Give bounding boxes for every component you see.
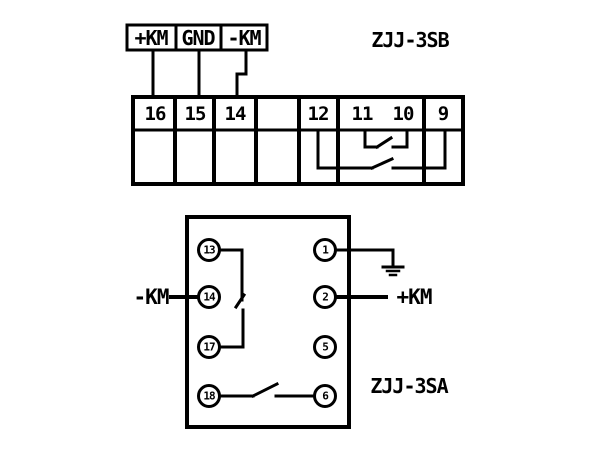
relay-terminal-6: 6 [322,390,329,403]
relay-terminal-17: 17 [203,341,215,354]
relay-terminal-14: 14 [203,291,216,304]
contact-18-6-icon [218,381,316,399]
wire-to-17 [218,308,245,349]
terminal-circle-17 [197,335,221,359]
wire-label-minus-km: -KM [134,285,169,309]
strip-terminal-10: 10 [393,103,414,125]
relay-terminal-13: 13 [203,244,215,257]
strip-terminal-15: 15 [185,103,206,125]
wire-from-13 [218,248,244,302]
relay-terminal-18: 18 [203,390,215,403]
strip-terminal-9: 9 [438,103,449,125]
top-connector-outline [125,23,269,52]
wire-9-down [391,128,447,170]
contact-blade-icon [374,135,394,150]
top-connector-block: +KM GND -KM [125,23,269,52]
contact-13-17-icon [218,248,247,349]
wire-label-plus-km: +KM [397,285,432,309]
device-label-zjj-3sb: ZJJ-3SB [371,28,449,52]
terminal-strip: 16 15 14 12 11 10 9 [131,95,465,186]
label-gnd: GND [181,26,215,50]
contact-10-hook [391,128,409,149]
contact-blade-icon [370,157,394,170]
terminal-circle-1 [313,238,337,262]
label-minus-km: -KM [227,26,261,50]
earth-ground-icon [334,248,405,277]
contact-12-9-icon [316,128,447,170]
contact-blade-icon [250,381,280,399]
strip-terminal-16: 16 [145,103,166,125]
strip-terminal-11: 11 [352,103,373,125]
relay-terminal-5: 5 [322,341,328,354]
contact-11-hook [363,128,379,149]
relay-terminal-1: 1 [322,244,329,257]
device-label-zjj-3sa: ZJJ-3SA [370,374,448,398]
terminal-circle-6 [313,384,337,408]
wire-minus-km-to-14 [235,48,248,99]
strip-terminal-14: 14 [225,103,246,125]
wire-relay-1-to-ground [334,248,395,268]
terminal-circle-5 [313,335,337,359]
strip-terminal-12: 12 [308,103,329,125]
terminal-circle-18 [197,384,221,408]
contact-11-10-icon [363,128,409,150]
relay-box-zjj-3sa: -KM +KM 13 14 17 18 1 2 [134,215,450,429]
terminal-circle-13 [197,238,221,262]
terminal-circle-14 [197,285,221,309]
relay-box-outline [185,215,351,429]
contact-blade-icon [233,292,247,310]
label-plus-km: +KM [134,26,168,50]
wire-12-down [316,128,374,170]
terminal-circle-2 [313,285,337,309]
relay-left-terminals: 13 14 17 18 [197,238,221,408]
relay-right-terminals: 1 2 5 6 [313,238,337,408]
relay-terminal-2: 2 [322,291,328,304]
